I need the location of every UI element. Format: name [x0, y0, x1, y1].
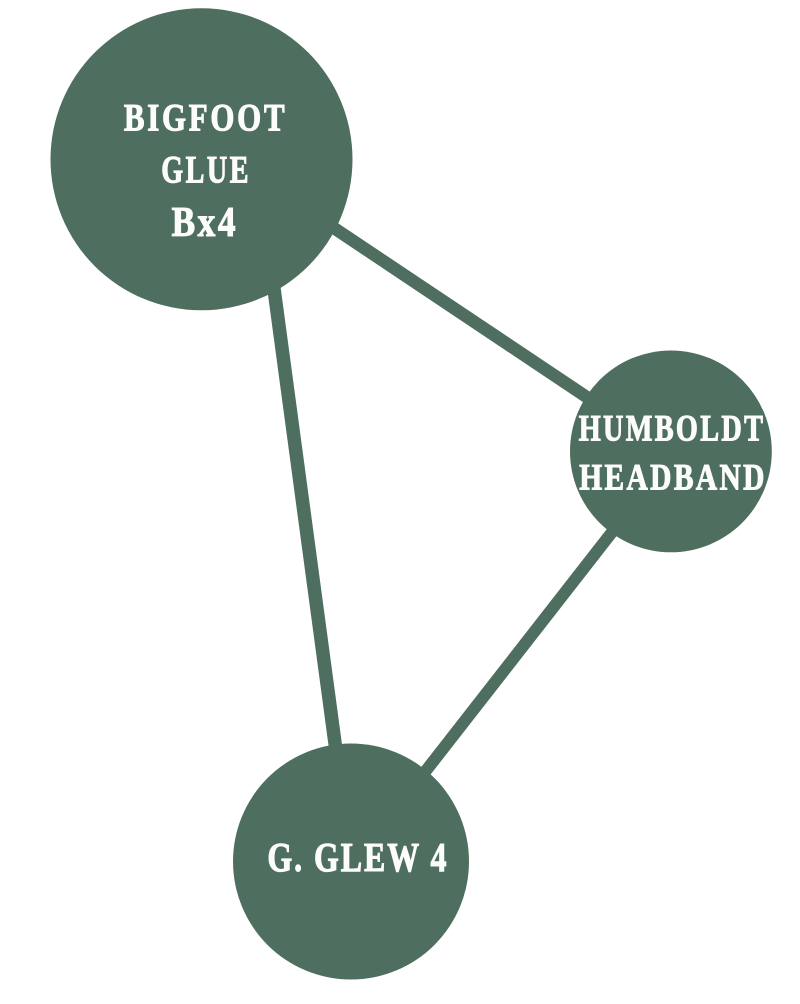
svg-text:HUMBOLDT: HUMBOLDT	[579, 408, 766, 449]
svg-text:G. GLEW 4: G. GLEW 4	[267, 834, 448, 880]
svg-text:GLUE: GLUE	[161, 149, 251, 192]
svg-text:HEADBAND: HEADBAND	[579, 458, 767, 499]
svg-text:Bx4: Bx4	[172, 200, 238, 246]
svg-text:BIGFOOT: BIGFOOT	[124, 95, 288, 139]
